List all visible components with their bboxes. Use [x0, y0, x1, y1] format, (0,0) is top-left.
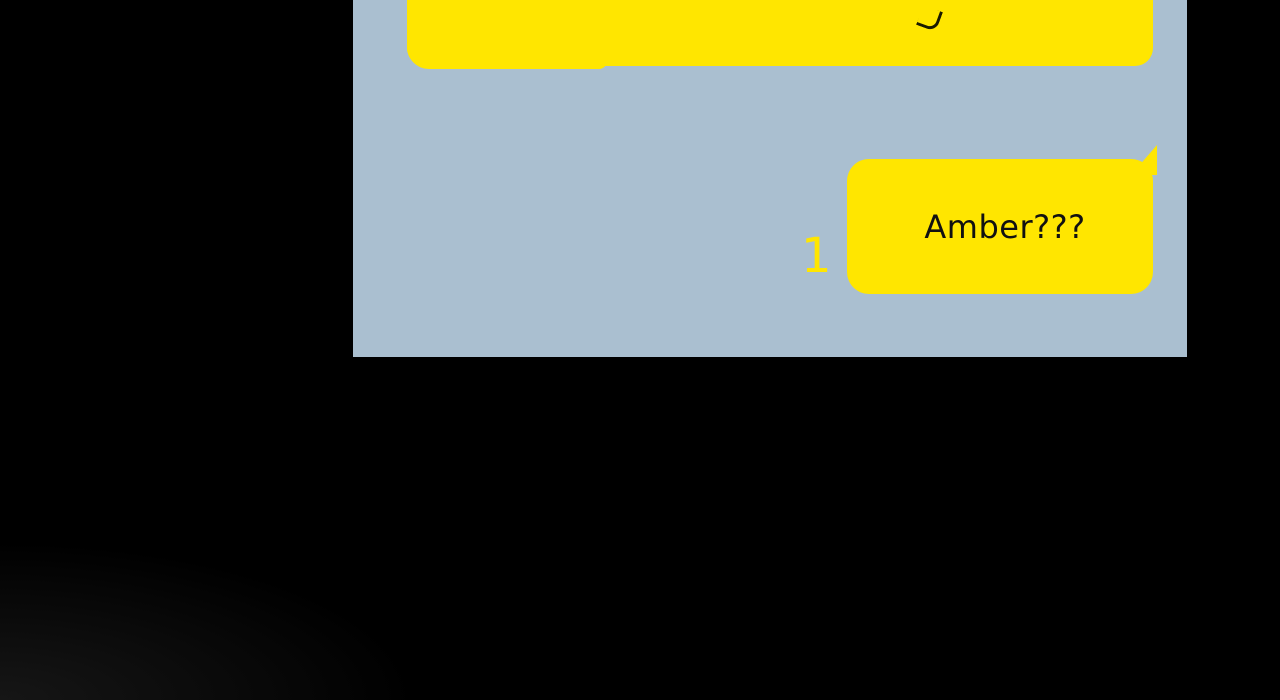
message-bubble-sent[interactable]: Amber???: [847, 145, 1157, 294]
unread-count: 1: [801, 228, 832, 284]
message-text: Amber???: [924, 207, 1086, 246]
bubble-tail: [1131, 145, 1157, 175]
text-fragment: [916, 5, 943, 32]
message-bubble-previous: [407, 0, 1153, 69]
bubble-edge: [407, 39, 607, 69]
chat-panel: 1 Amber???: [353, 0, 1187, 357]
